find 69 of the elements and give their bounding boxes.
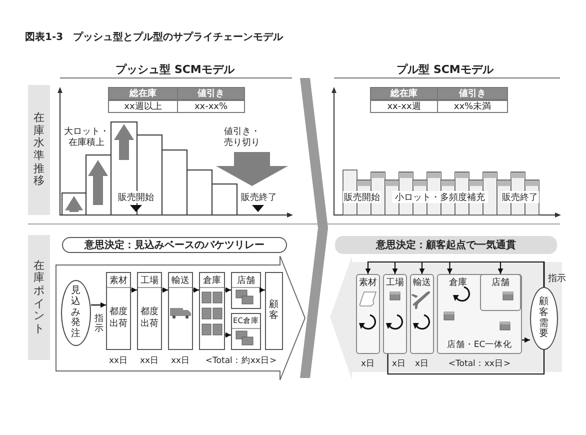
banner-text: 意思決定：顧客起点で一気通貫 [374, 238, 517, 253]
box-text: 都度出荷 [109, 306, 128, 331]
process-box [168, 272, 193, 350]
process-box [137, 272, 162, 350]
box-heading: 店舗 [490, 276, 510, 290]
arrow [225, 287, 231, 293]
table-header: 値引き [437, 87, 508, 100]
lead-time: <Total：xx日> [447, 358, 512, 369]
process-box [106, 272, 131, 350]
axis-note: 販売開始 [343, 191, 381, 203]
annotation: 大ロット・在庫積上 [63, 126, 110, 150]
lead-time: xx日 [170, 355, 192, 366]
axis-note: 小ロット・多頻度補充 [392, 191, 488, 203]
lead-time: x日 [390, 358, 408, 369]
box-heading: 輸送 [169, 273, 192, 288]
table-cell: xx-xx% [177, 100, 245, 113]
box-text: 都度出荷 [140, 306, 159, 331]
decision-banner [335, 236, 557, 254]
node-text: 見込み発注 [70, 284, 82, 342]
node-note: 指示 [547, 272, 567, 284]
decision-banner [62, 237, 287, 253]
process-box [383, 274, 407, 354]
process-box [265, 272, 283, 350]
arrow [193, 287, 199, 293]
arrow [91, 302, 106, 308]
lead-time: xx日 [138, 355, 160, 366]
annotation: 値引き・売り切り [223, 126, 261, 150]
process-box [480, 274, 521, 311]
node-text: 顧客 [268, 298, 280, 323]
arrow [522, 337, 530, 343]
box-heading: 工場 [385, 276, 405, 290]
lead-time: <Total：約xx日> [204, 355, 278, 366]
arrow [498, 261, 545, 287]
arrow [225, 332, 231, 338]
axis-note: 販売開始 [116, 191, 156, 203]
lead-time: x日 [360, 358, 376, 369]
arrow [162, 287, 168, 293]
box-heading: 素材 [358, 276, 378, 290]
connector-line [387, 350, 545, 375]
block-arrow [56, 256, 305, 380]
process-box [410, 274, 434, 354]
box-text: 店舗・EC一体化 [446, 338, 514, 351]
table-cell: xx-xx週 [370, 100, 438, 113]
box-heading: 店舗 [232, 273, 260, 288]
arrow [260, 287, 265, 293]
table-header: 総在庫 [370, 87, 438, 100]
row-label: 在庫ポイント [28, 235, 50, 360]
box-heading: 工場 [138, 273, 161, 288]
banner-text: 意思決定：見込みベースのバケツリレー [83, 238, 266, 252]
figure-title: 図表1-3 プッシュ型とプル型のサプライチェーンモデル [25, 30, 284, 44]
panel-heading: プッシュ型 SCMモデル [114, 62, 236, 76]
panel-heading: プル型 SCMモデル [396, 62, 494, 76]
chevron-arrow [300, 78, 328, 378]
node-text: 顧客需要 [538, 294, 550, 342]
axis-note: 販売終了 [239, 191, 279, 203]
box-heading: 倉庫 [448, 276, 468, 290]
table-cell: xx週以上 [108, 100, 178, 113]
process-box [437, 274, 522, 354]
axis-note: 販売終了 [501, 191, 539, 203]
box-heading: 倉庫 [200, 273, 224, 288]
lead-time: xx日 [108, 355, 130, 366]
table-header: 総在庫 [108, 87, 178, 100]
table-header: 値引き [177, 87, 245, 100]
row-label: 在庫水準推移 [28, 85, 50, 215]
box-heading: 素材 [107, 273, 130, 288]
arrow [131, 287, 137, 293]
table-cell: xx%未満 [437, 100, 508, 113]
box-heading: 輸送 [412, 276, 432, 290]
lead-time: x日 [414, 358, 430, 369]
